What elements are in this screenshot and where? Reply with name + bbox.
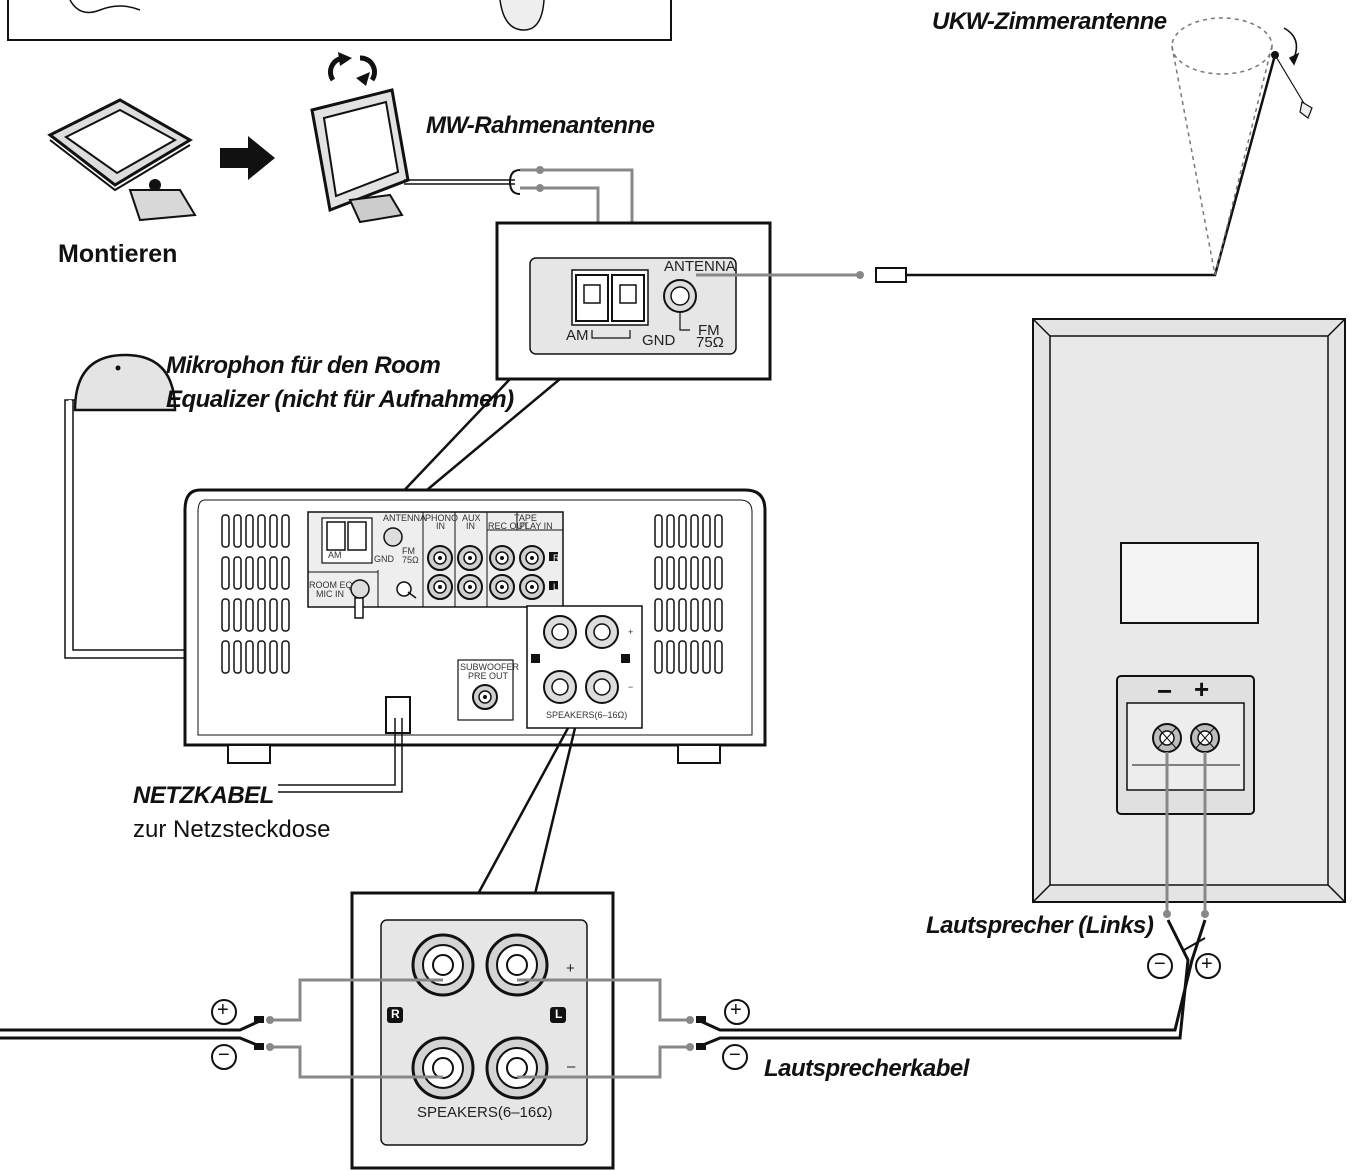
rotate-arrows-icon: [328, 52, 377, 86]
panel-speakers-label: SPEAKERS(6–16Ω): [417, 1104, 553, 1121]
polarity-plus-speaker: +: [1201, 953, 1213, 975]
outlet-label: zur Netzsteckdose: [133, 816, 331, 843]
speaker-cable-label: Lautsprecherkabel: [764, 1055, 969, 1082]
rear-pre-out-label: PRE OUT: [468, 671, 509, 681]
rear-rec-out-label: REC OUT: [488, 521, 529, 531]
mic-label-line1: Mikrophon für den Room: [166, 352, 441, 379]
loop-antenna-flat-icon: [47, 98, 197, 222]
panel-speaker-wires: [270, 978, 690, 1079]
speaker-jack-r-plus: [411, 933, 475, 997]
polarity-plus-left: +: [217, 999, 229, 1021]
rear-r-label: R: [553, 553, 560, 563]
panel-impedance-label: 75Ω: [696, 334, 724, 351]
main-unit-rear: [183, 488, 767, 764]
fm-antenna-label: UKW-Zimmerantenne: [932, 8, 1167, 35]
panel-r-label: R: [391, 1007, 400, 1021]
speaker-jack-l-plus: [485, 933, 549, 997]
rear-am-label: AM: [328, 550, 342, 560]
panel-fm-label: FM: [698, 322, 720, 339]
terminal-minus-label: −: [1157, 676, 1173, 706]
right-cable: [697, 919, 1207, 1049]
panel-plus-label: +: [566, 960, 575, 977]
polarity-minus-speaker: −: [1154, 953, 1166, 975]
panel-gnd-label: GND: [642, 332, 676, 349]
rear-room-eq-label: ROOM EQ: [309, 580, 353, 590]
mic-label-line2: Equalizer (nicht für Aufnahmen): [166, 386, 514, 413]
panel-am-label: AM: [566, 327, 589, 344]
top-parts-box: [7, 0, 672, 41]
rear-subwoofer-label: SUBWOOFER: [460, 662, 520, 672]
microphone-icon: [73, 353, 177, 412]
rear-plus-label: +: [628, 627, 634, 637]
polarity-minus-right: −: [729, 1044, 741, 1066]
mic-plug-icon: [354, 597, 364, 619]
speaker-terminal-wires: [1165, 752, 1207, 912]
speaker-left-label: Lautsprecher (Links): [926, 912, 1154, 939]
terminal-plus-label: +: [1194, 674, 1210, 704]
speaker-box: [1032, 318, 1346, 903]
power-cable-label: NETZKABEL: [133, 782, 274, 809]
rear-phono-in-label: IN: [436, 521, 445, 531]
speaker-terminal-plus: [1190, 723, 1220, 753]
rear-speakers-label: SPEAKERS(6–16Ω): [546, 710, 628, 720]
rear-fm-label: FM: [402, 546, 415, 556]
rear-mic-in-label: MIC IN: [316, 589, 344, 599]
antenna-panel-callout: [495, 221, 772, 381]
loop-antenna-assembled-icon: [310, 88, 521, 224]
rear-aux-in-label: IN: [466, 521, 475, 531]
panel-l-label: L: [555, 1007, 563, 1021]
rear-minus-label: −: [628, 682, 634, 692]
rear-aux-label: AUX: [462, 513, 481, 523]
rear-play-in-label: PLAY IN: [519, 521, 553, 531]
rear-antenna-label: ANTENNA: [383, 513, 427, 523]
rear-phono-label: PHONO: [425, 513, 459, 523]
speaker-terminal-minus: [1152, 723, 1182, 753]
rear-l-label: L: [553, 582, 559, 592]
rear-gnd-label: GND: [374, 554, 394, 564]
fm-antenna-cable: [696, 54, 1313, 283]
polarity-minus-left: −: [218, 1044, 230, 1066]
speaker-panel-callout: [350, 891, 615, 1170]
speaker-jack-l-minus: [485, 1036, 549, 1100]
speaker-jack-r-minus: [411, 1036, 475, 1100]
polarity-plus-right: +: [730, 999, 742, 1021]
polarity-circles: [211, 953, 1221, 1070]
panel-minus-label: –: [567, 1058, 576, 1075]
rear-tape-label: TAPE: [514, 513, 537, 523]
panel-antenna-label: ANTENNA: [664, 258, 736, 275]
fm-antenna-cone: [1171, 17, 1273, 276]
am-antenna-label: MW-Rahmenantenne: [426, 112, 655, 139]
fm-rotate-arrow-icon: [1283, 27, 1300, 66]
power-cable: [278, 718, 403, 793]
assemble-label: Montieren: [58, 240, 178, 268]
rear-fm-imp-label: 75Ω: [402, 555, 419, 565]
assemble-arrow-icon: [220, 136, 275, 180]
